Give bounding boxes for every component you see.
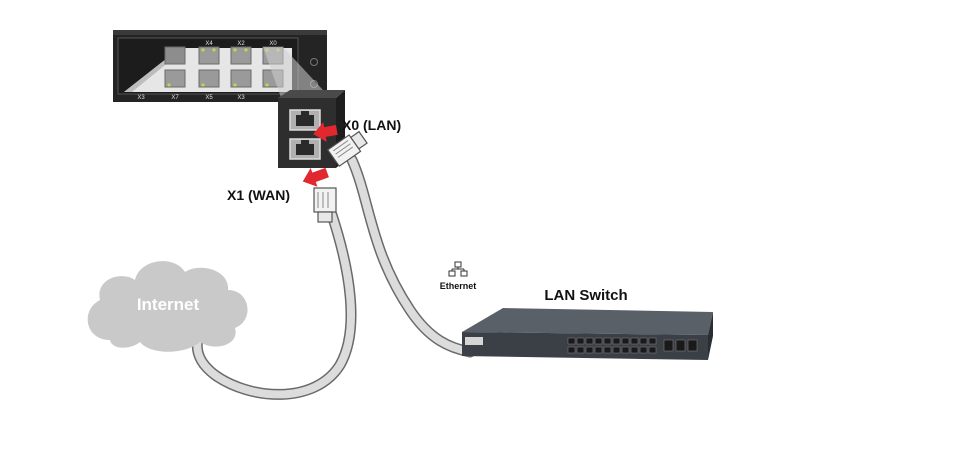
zoom-projection: [263, 47, 335, 103]
x1-wan-label: X1 (WAN): [227, 187, 290, 203]
cloud-icon: [87, 261, 248, 352]
wan-cable: [191, 209, 357, 400]
port-label-top-2: X2: [237, 41, 245, 47]
port-label-bottom-1: X3: [137, 95, 145, 101]
port-label-bottom-2: X7: [171, 95, 179, 101]
port-label-bottom-4: X3: [237, 95, 245, 101]
red-arrow-icon: [313, 122, 338, 142]
red-arrow-icon: [302, 167, 329, 187]
lan-switch: [462, 308, 713, 360]
lan-cable: [346, 154, 476, 358]
x0-lan-label: X0 (LAN): [342, 117, 401, 133]
port-label-top-1: X4: [205, 41, 213, 47]
internet-label: Internet: [137, 295, 200, 314]
switch-ports: [567, 337, 698, 354]
ethernet-label: Ethernet: [440, 281, 477, 291]
rj45-plug-icon: [326, 130, 368, 168]
lan-switch-label: LAN Switch: [544, 287, 627, 304]
port-label-bottom-3: X5: [205, 95, 213, 101]
rj45-plug-icon: [313, 187, 337, 223]
ethernet-icon: [448, 261, 468, 277]
port-label-top-3: X0: [269, 41, 277, 47]
